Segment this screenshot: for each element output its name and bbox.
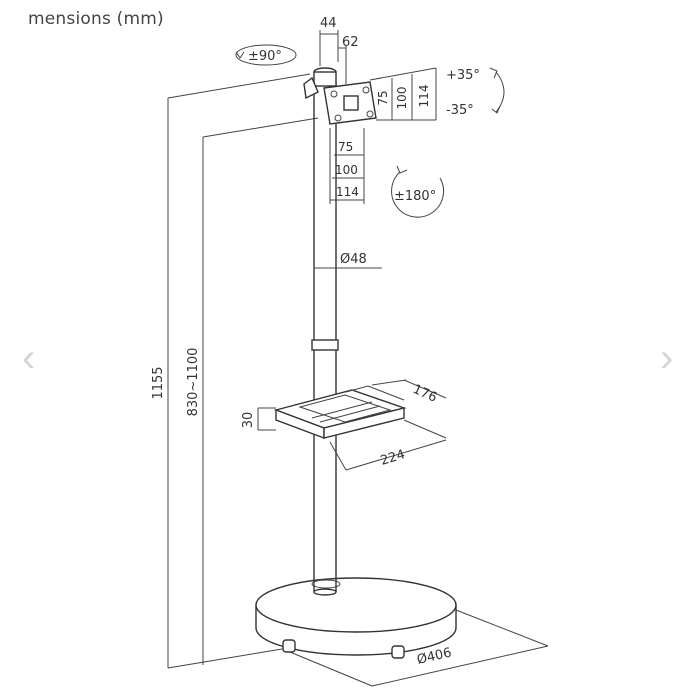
shelf-dimensions — [257, 379, 447, 471]
height-total-label: 1155 — [151, 366, 166, 399]
vesa-horizontal-114-label: 114 — [336, 185, 359, 199]
vesa-horizontal-100-label: 100 — [335, 163, 358, 177]
vesa-vertical-114-label: 114 — [417, 85, 431, 108]
swivel-arrow-icon — [235, 44, 297, 66]
bracket-offset-label: 62 — [342, 35, 359, 50]
shelf-height-label: 30 — [241, 412, 256, 429]
rotation-label: ±180° — [394, 189, 436, 204]
diagram-title: mensions (mm) — [28, 9, 164, 29]
height-range-label: 830~1100 — [186, 348, 201, 417]
vesa-bracket — [303, 67, 377, 125]
vesa-vertical-dimensions — [369, 67, 437, 121]
top-width-dimensions — [319, 30, 347, 84]
height-dimension-lines — [167, 73, 319, 669]
pole-diameter-label: Ø48 — [340, 252, 367, 267]
accessory-shelf — [273, 385, 407, 440]
base-diameter-dimension — [289, 609, 549, 687]
vesa-vertical-100-label: 100 — [395, 87, 409, 110]
vesa-horizontal-dimensions — [329, 128, 365, 204]
tilt-down-label: -35° — [446, 103, 474, 118]
pole — [311, 82, 339, 596]
previous-image-arrow-icon[interactable]: ‹ — [22, 336, 36, 380]
pole-top-width-label: 44 — [320, 16, 337, 31]
vesa-vertical-75-label: 75 — [376, 90, 390, 105]
next-image-arrow-icon[interactable]: › — [660, 336, 674, 380]
tilt-arrow-icon — [489, 67, 505, 114]
vesa-horizontal-75-label: 75 — [338, 140, 353, 154]
swivel-label: ±90° — [248, 49, 282, 64]
tilt-up-label: +35° — [446, 68, 480, 83]
shelf-depth-label: 176 — [410, 382, 439, 406]
shelf-width-label: 224 — [379, 447, 407, 469]
round-base — [255, 577, 457, 659]
rotation-arrow-icon — [391, 165, 445, 218]
